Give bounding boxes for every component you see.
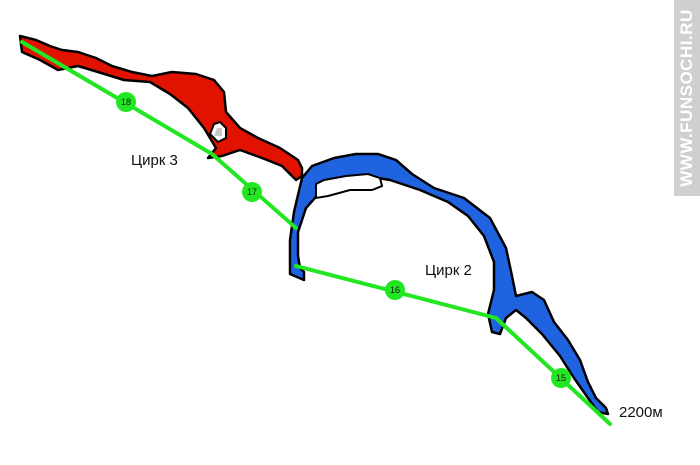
zone-cirque-3 — [18, 34, 304, 182]
marker-17[interactable]: 17 — [242, 182, 262, 202]
marker-16[interactable]: 16 — [385, 280, 405, 300]
pond-inner — [214, 128, 222, 136]
elevation-label: 2200м — [619, 404, 663, 421]
watermark-text: WWW.FUNSOCHI.RU — [677, 9, 696, 187]
watermark-strip — [674, 0, 700, 196]
marker-15-label: 15 — [556, 373, 566, 383]
cirque-2-label: Цирк 2 — [425, 262, 472, 279]
marker-17-label: 17 — [247, 187, 257, 197]
island — [315, 172, 384, 200]
cirque-3-label: Цирк 3 — [131, 152, 178, 169]
route-line — [20, 40, 612, 426]
marker-18[interactable]: 18 — [116, 92, 136, 112]
marker-15[interactable]: 15 — [551, 368, 571, 388]
route-lower-segment — [294, 264, 612, 426]
marker-16-label: 16 — [390, 285, 400, 295]
marker-18-label: 18 — [121, 97, 131, 107]
